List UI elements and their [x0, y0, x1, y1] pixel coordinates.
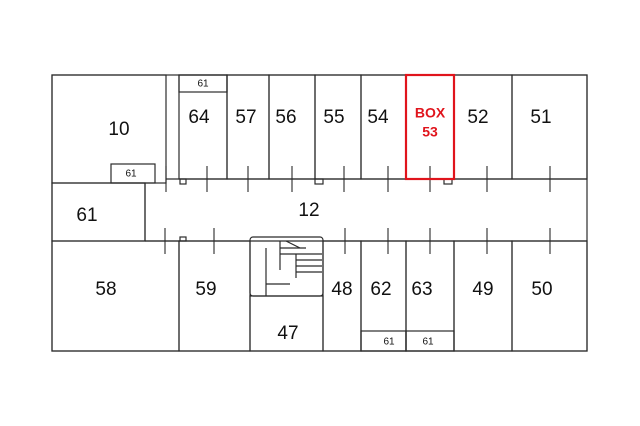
room-61-mid-label: 61: [125, 169, 137, 180]
highlight-label-box: BOX: [415, 105, 446, 121]
room-61-top-label: 61: [197, 79, 209, 90]
room-54-label: 54: [367, 107, 389, 128]
room-52-label: 52: [467, 107, 488, 128]
room-61-bottom-a-label: 61: [383, 337, 395, 348]
room-58-label: 58: [95, 279, 116, 300]
room-62-label: 62: [370, 279, 391, 300]
room-50-label: 50: [531, 279, 552, 300]
room-61-left-label: 61: [76, 205, 97, 226]
room-57-label: 57: [235, 107, 256, 128]
room-47-label: 47: [277, 323, 298, 344]
room-59-label: 59: [195, 279, 216, 300]
room-55-label: 55: [323, 107, 344, 128]
room-10-label: 10: [108, 119, 129, 140]
room-63-label: 63: [411, 279, 432, 300]
room-61-left[interactable]: [51, 182, 146, 242]
room-56-label: 56: [275, 107, 296, 128]
room-51-label: 51: [530, 107, 551, 128]
room-53-highlight[interactable]: [404, 73, 456, 181]
room-64-label: 64: [188, 107, 210, 128]
room-49-label: 49: [472, 279, 493, 300]
highlight-label-number: 53: [422, 124, 438, 140]
corridor-12-label: 12: [298, 200, 319, 221]
stairwell: [249, 236, 324, 297]
room-61-bottom-b-label: 61: [422, 337, 434, 348]
door-ticks: [164, 166, 551, 254]
room-48-label: 48: [331, 279, 352, 300]
